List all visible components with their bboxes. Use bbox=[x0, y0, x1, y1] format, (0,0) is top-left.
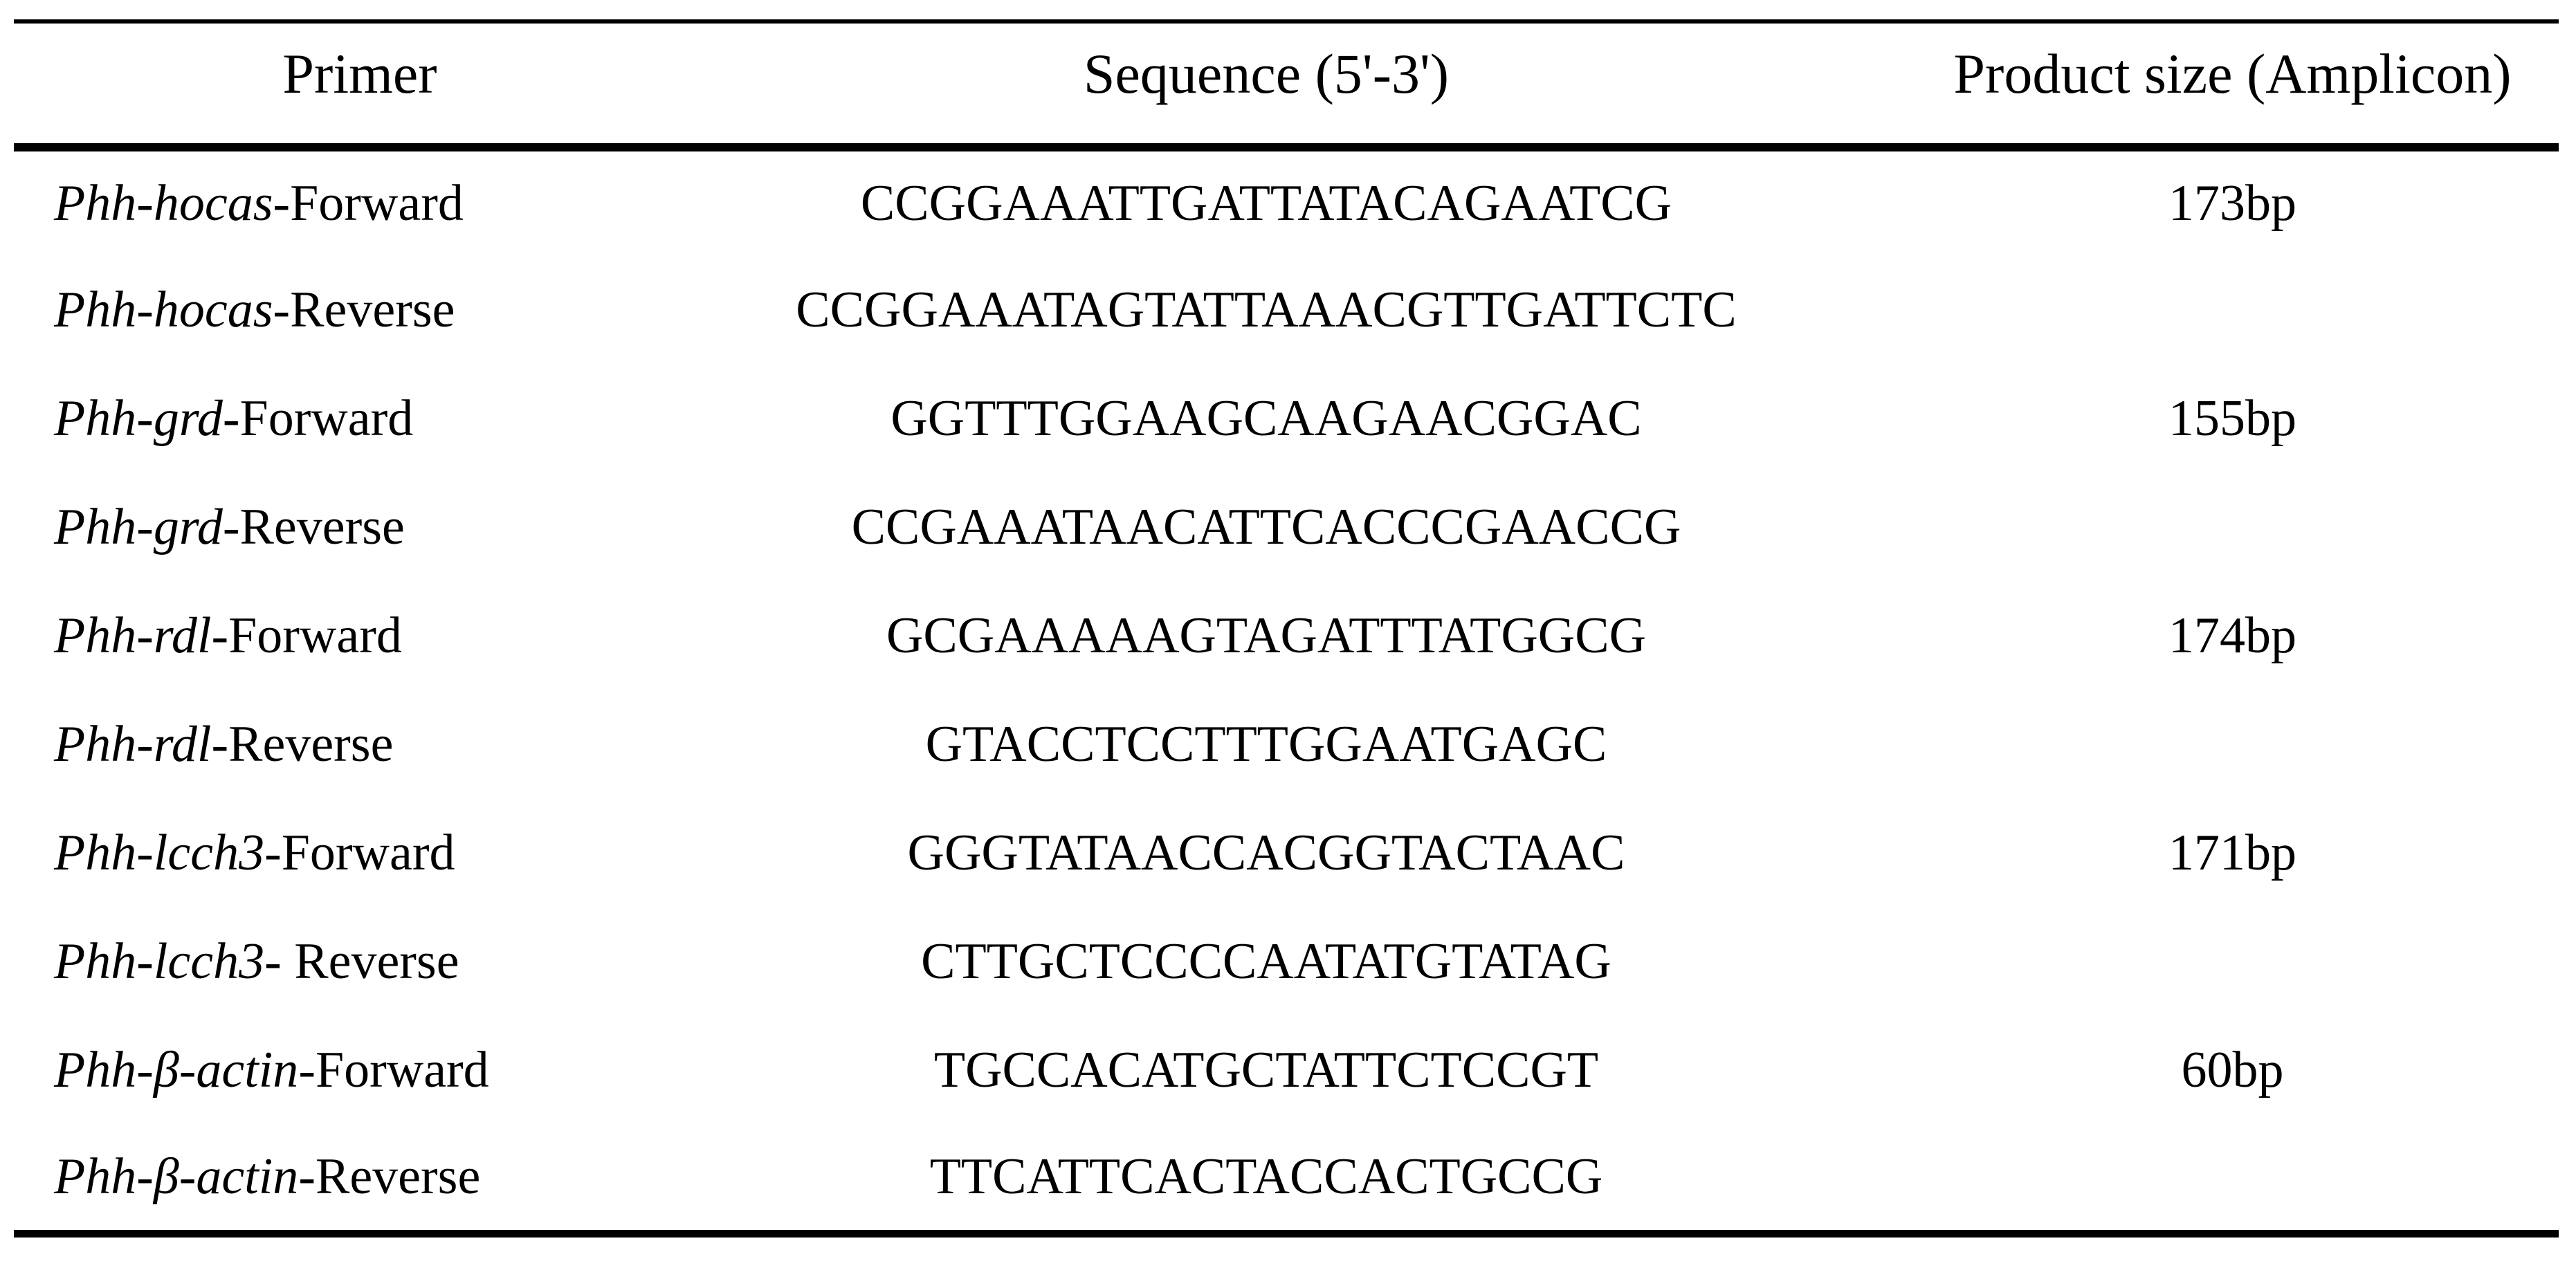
table-row: Phh-grd-Reverse CCGAAATAACATTCACCCGAACCG bbox=[14, 473, 2559, 582]
primer-cell: Phh-β-actin-Reverse bbox=[14, 1125, 706, 1233]
primer-cell: Phh-rdl-Forward bbox=[14, 582, 706, 690]
primer-direction-label: -Forward bbox=[211, 607, 402, 664]
primer-cell: Phh-hocas-Forward bbox=[14, 147, 706, 256]
product-size-cell: 174bp bbox=[2168, 607, 2296, 664]
table-row: Phh-hocas-Forward CCGGAAATTGATTATACAGAAT… bbox=[14, 147, 2559, 256]
table-row: Phh-lcch3-Forward GGGTATAACCACGGTACTAAC … bbox=[14, 799, 2559, 908]
primer-table-container: Primer Sequence (5'-3') Product size (Am… bbox=[14, 19, 2559, 1238]
table-row: Phh-hocas-Reverse CCGGAAATAGTATTAAACGTTG… bbox=[14, 256, 2559, 365]
primer-cell: Phh-lcch3- Reverse bbox=[14, 908, 706, 1016]
product-size-cell: 171bp bbox=[2168, 825, 2296, 881]
primer-gene-name: Phh-grd bbox=[54, 499, 223, 555]
sequence-cell: GGGTATAACCACGGTACTAAC bbox=[907, 825, 1625, 881]
primer-cell: Phh-hocas-Reverse bbox=[14, 256, 706, 365]
primer-gene-name: Phh-lcch3 bbox=[54, 825, 265, 881]
product-size-cell bbox=[1827, 256, 2559, 365]
primer-cell: Phh-rdl-Reverse bbox=[14, 690, 706, 799]
primer-gene-name: Phh-rdl bbox=[54, 716, 212, 773]
sequence-cell: GGTTTGGAAGCAAGAACGGAC bbox=[890, 390, 1642, 447]
primer-direction-label: -Reverse bbox=[211, 716, 394, 773]
product-size-cell: 173bp bbox=[2168, 175, 2296, 232]
primer-direction-label: -Forward bbox=[273, 175, 464, 232]
table-row: Phh-grd-Forward GGTTTGGAAGCAAGAACGGAC 15… bbox=[14, 365, 2559, 473]
product-size-cell bbox=[1827, 908, 2559, 1016]
primer-cell: Phh-lcch3-Forward bbox=[14, 799, 706, 908]
sequence-cell: CTTGCTCCCCAATATGTATAG bbox=[921, 933, 1611, 990]
sequence-cell: CCGAAATAACATTCACCCGAACCG bbox=[851, 499, 1681, 555]
column-header-primer: Primer bbox=[14, 21, 706, 151]
primer-gene-name: Phh-lcch3 bbox=[54, 933, 265, 990]
table-row: Phh-β-actin-Reverse TTCATTCACTACCACTGCCG bbox=[14, 1125, 2559, 1233]
primer-direction-label: -Forward bbox=[298, 1042, 489, 1098]
primer-direction-label: - Reverse bbox=[264, 933, 459, 990]
sequence-cell: GTACCTCCTTTGGAATGAGC bbox=[925, 716, 1607, 773]
primer-cell: Phh-grd-Reverse bbox=[14, 473, 706, 582]
primer-cell: Phh-β-actin-Forward bbox=[14, 1016, 706, 1125]
primer-gene-name: Phh-grd bbox=[54, 390, 223, 447]
sequence-cell: TGCCACATGCTATTCTCCGT bbox=[933, 1042, 1599, 1098]
primer-cell: Phh-grd-Forward bbox=[14, 365, 706, 473]
primer-direction-label: -Reverse bbox=[222, 499, 405, 555]
product-size-cell: 155bp bbox=[2168, 390, 2296, 447]
product-size-cell bbox=[1827, 690, 2559, 799]
product-size-cell bbox=[1827, 473, 2559, 582]
column-header-sequence: Sequence (5'-3') bbox=[706, 21, 1827, 151]
primer-gene-name: Phh-hocas bbox=[54, 175, 273, 232]
header-row: Primer Sequence (5'-3') Product size (Am… bbox=[14, 21, 2559, 151]
primer-direction-label: -Reverse bbox=[273, 282, 455, 338]
table-row: Phh-β-actin-Forward TGCCACATGCTATTCTCCGT… bbox=[14, 1016, 2559, 1125]
table-body: Phh-hocas-Forward CCGGAAATTGATTATACAGAAT… bbox=[14, 147, 2559, 1233]
product-size-cell bbox=[1827, 1125, 2559, 1233]
primer-gene-name: Phh-β-actin bbox=[54, 1042, 299, 1098]
table-row: Phh-rdl-Reverse GTACCTCCTTTGGAATGAGC bbox=[14, 690, 2559, 799]
table-row: Phh-lcch3- Reverse CTTGCTCCCCAATATGTATAG bbox=[14, 908, 2559, 1016]
table-row: Phh-rdl-Forward GCGAAAAAGTAGATTTATGGCG 1… bbox=[14, 582, 2559, 690]
primer-gene-name: Phh-hocas bbox=[54, 282, 273, 338]
primer-direction-label: -Reverse bbox=[298, 1148, 481, 1206]
sequence-cell: TTCATTCACTACCACTGCCG bbox=[929, 1148, 1603, 1206]
column-header-product-size: Product size (Amplicon) bbox=[1827, 21, 2559, 151]
sequence-cell: CCGGAAATTGATTATACAGAATCG bbox=[860, 175, 1672, 232]
primer-direction-label: -Forward bbox=[264, 825, 455, 881]
product-size-cell: 60bp bbox=[2181, 1042, 2284, 1098]
sequence-cell: GCGAAAAAGTAGATTTATGGCG bbox=[886, 607, 1647, 664]
primer-direction-label: -Forward bbox=[222, 390, 414, 447]
sequence-cell: CCGGAAATAGTATTAAACGTTGATTCTC bbox=[796, 282, 1737, 338]
primer-gene-name: Phh-rdl bbox=[54, 607, 212, 664]
table-header: Primer Sequence (5'-3') Product size (Am… bbox=[14, 21, 2559, 151]
primer-gene-name: Phh-β-actin bbox=[54, 1148, 299, 1206]
primer-table: Primer Sequence (5'-3') Product size (Am… bbox=[14, 19, 2559, 1238]
